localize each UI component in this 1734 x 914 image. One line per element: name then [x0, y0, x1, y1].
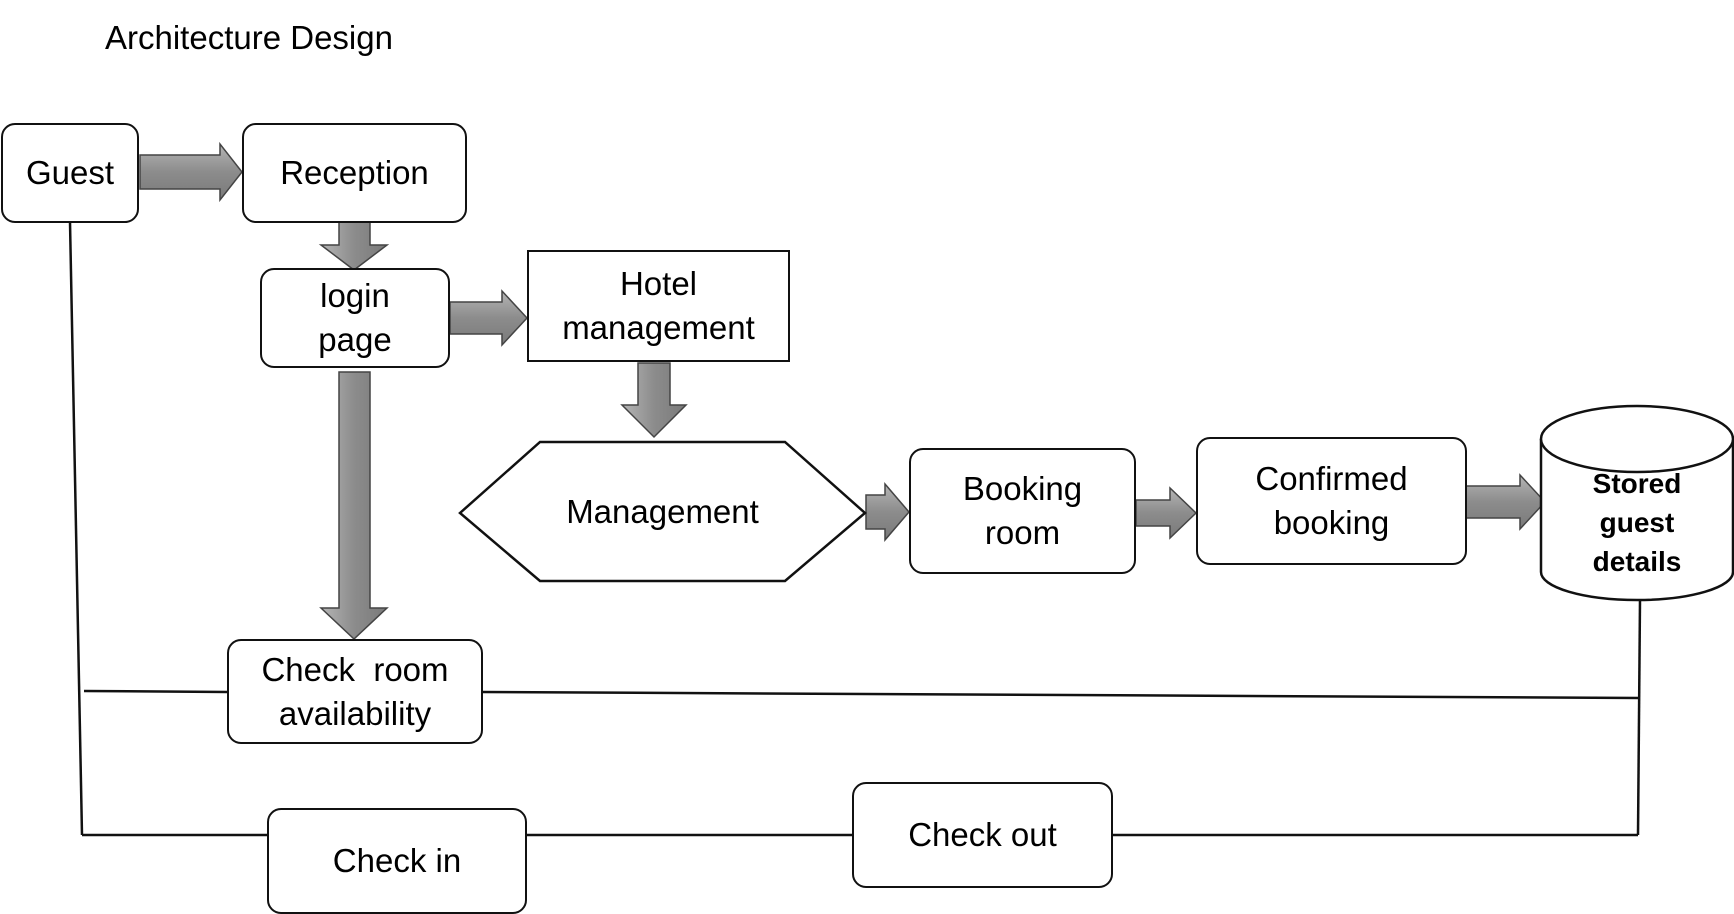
arrow-login-to-hotel-management: [449, 289, 529, 347]
arrow-reception-to-login: [318, 221, 390, 271]
management-hexagon: [458, 440, 867, 583]
guest-label: Guest: [25, 154, 115, 191]
booking-room-box: Booking room: [909, 448, 1136, 574]
check-in-label: Check in: [332, 842, 462, 879]
check-out-label: Check out: [908, 816, 1057, 853]
check-room-availability-box: Check room availability: [227, 639, 483, 744]
arrow-login-to-check-availability: [319, 371, 389, 641]
confirmed-booking-label: Confirmed booking: [1255, 460, 1408, 541]
reception-label: Reception: [280, 154, 429, 191]
login-page-box: login page: [260, 268, 450, 368]
arrow-guest-to-reception: [139, 141, 243, 203]
connector-db-vertical: [1636, 599, 1642, 836]
guest-box: Guest: [1, 123, 139, 223]
management-label-wrap: Management: [520, 480, 805, 544]
arrow-booking-to-confirmed: [1135, 486, 1198, 540]
stored-guest-details-cylinder: [1539, 404, 1734, 602]
stored-guest-details-label: Stored guest details: [1592, 467, 1682, 577]
stored-guest-details-label-wrap: Stored guest details: [1541, 462, 1733, 582]
connector-availability-right: [481, 690, 1641, 700]
connector-guest-vertical: [68, 221, 84, 836]
login-page-label: login page: [318, 277, 392, 358]
arrow-confirmed-to-stored: [1465, 473, 1547, 531]
check-out-box: Check out: [852, 782, 1113, 888]
arrow-hotel-management-to-management: [620, 362, 688, 439]
diagram-title: Architecture Design: [105, 19, 393, 56]
check-room-availability-label: Check room availability: [261, 650, 449, 732]
management-label: Management: [566, 493, 759, 530]
booking-room-label: Booking room: [962, 470, 1083, 551]
hotel-management-label: Hotel management: [562, 265, 755, 346]
arrow-management-to-booking: [865, 481, 910, 543]
reception-box: Reception: [242, 123, 467, 223]
check-in-box: Check in: [267, 808, 527, 914]
confirmed-booking-box: Confirmed booking: [1196, 437, 1467, 565]
connector-availability-left: [83, 689, 228, 694]
hotel-management-box: Hotel management: [527, 250, 790, 362]
